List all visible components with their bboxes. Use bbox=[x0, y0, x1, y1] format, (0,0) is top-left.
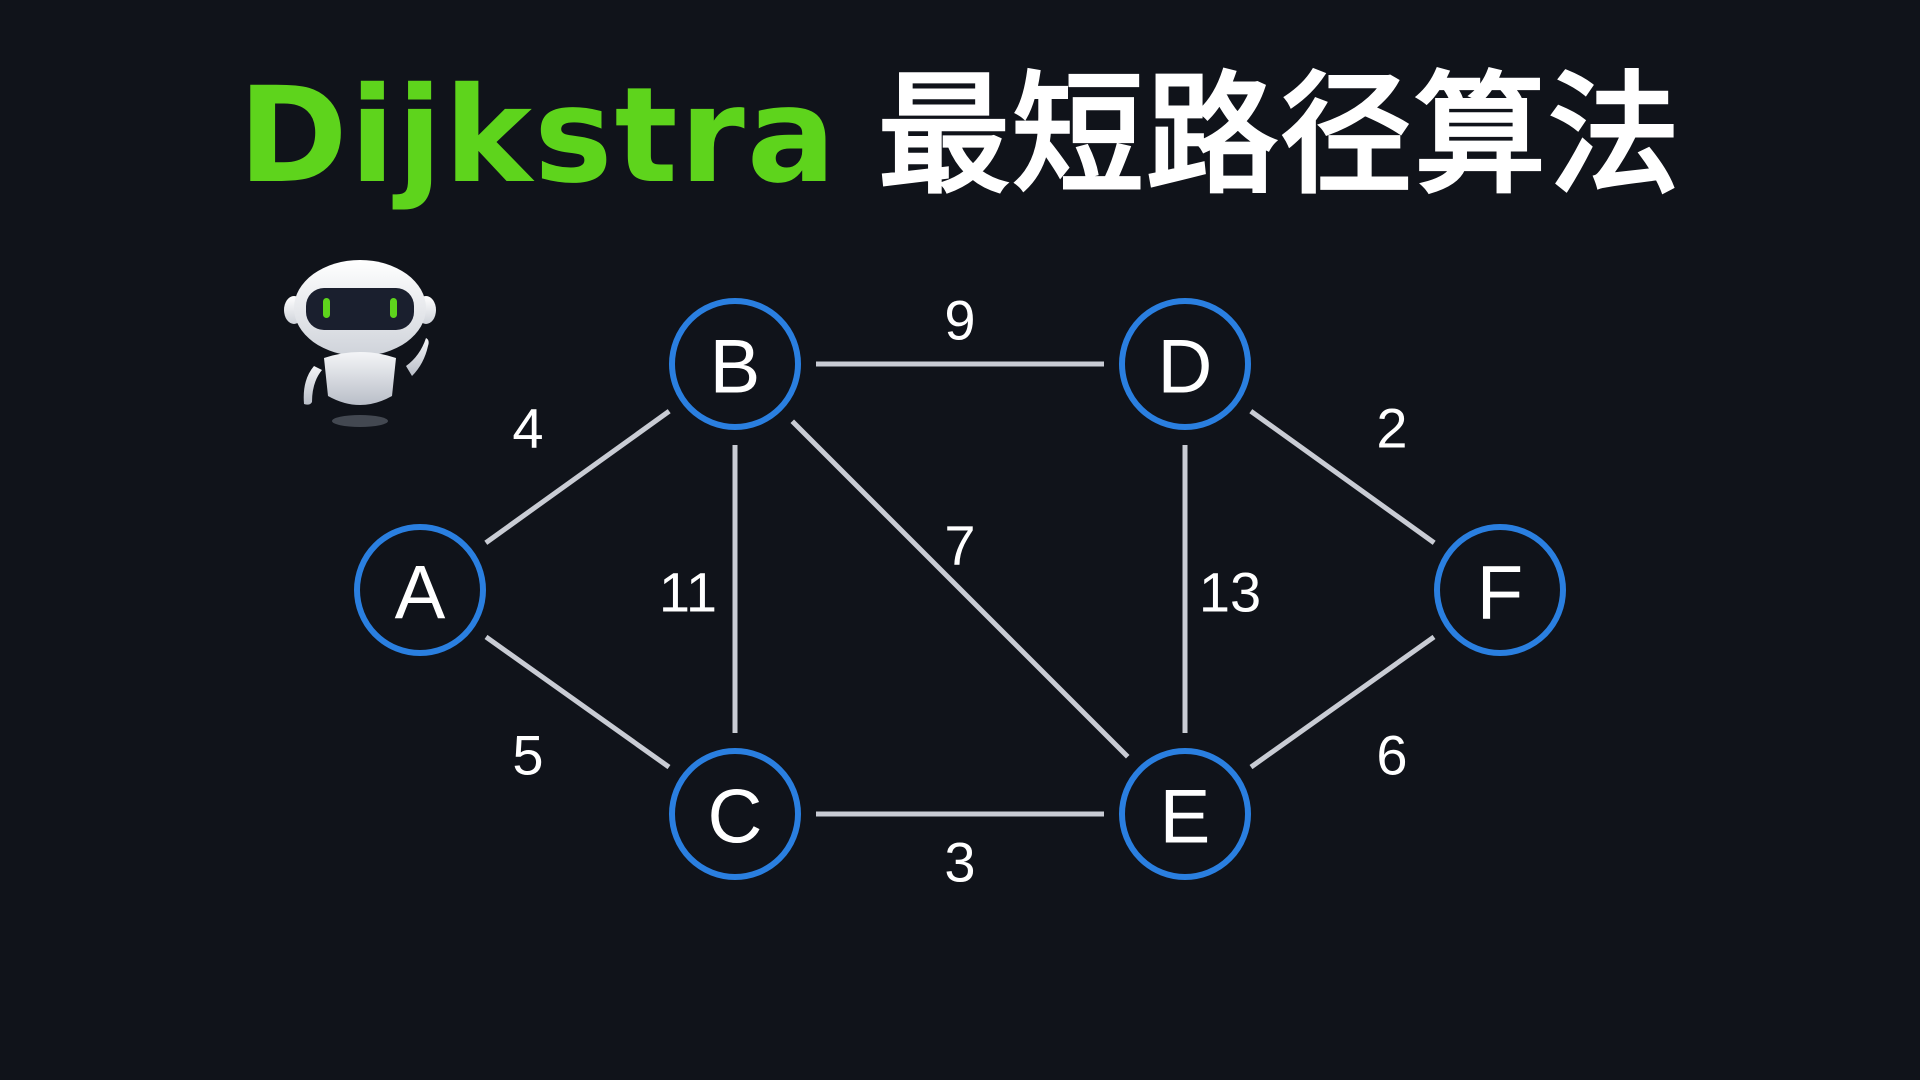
node-f: F bbox=[1434, 524, 1566, 656]
node-circle-a bbox=[354, 524, 486, 656]
node-label-a: A bbox=[395, 551, 446, 636]
node-circle-e bbox=[1119, 748, 1251, 880]
robot-icon bbox=[284, 260, 436, 427]
edge-e-f bbox=[1249, 634, 1436, 770]
node-circle-b bbox=[669, 298, 801, 430]
node-label-f: F bbox=[1477, 551, 1523, 636]
node-label-d: D bbox=[1158, 325, 1213, 410]
weight-label-b-d: 9 bbox=[944, 289, 975, 352]
node-e: E bbox=[1119, 748, 1251, 880]
edge-a-b bbox=[484, 409, 671, 545]
edge-layer bbox=[484, 361, 1436, 817]
node-d: D bbox=[1119, 298, 1251, 430]
node-circle-c bbox=[669, 748, 801, 880]
edge-a-c bbox=[484, 634, 671, 770]
weight-layer: 4 5 11 9 7 3 13 2 6 bbox=[512, 289, 1407, 894]
weight-label-b-c: 11 bbox=[659, 561, 717, 624]
weight-label-d-f: 2 bbox=[1376, 397, 1407, 460]
weight-label-a-c: 5 bbox=[512, 724, 543, 787]
node-circle-d bbox=[1119, 298, 1251, 430]
weight-label-a-b: 4 bbox=[512, 397, 543, 460]
title-algorithm: Dijkstra bbox=[238, 59, 838, 213]
weight-label-c-e: 3 bbox=[944, 831, 975, 894]
weight-label-d-e: 13 bbox=[1199, 561, 1261, 624]
node-a: A bbox=[354, 524, 486, 656]
node-c: C bbox=[669, 748, 801, 880]
node-b: B bbox=[669, 298, 801, 430]
title-subtitle: 最短路径算法 bbox=[877, 59, 1682, 213]
node-circle-f bbox=[1434, 524, 1566, 656]
edge-d-f bbox=[1249, 409, 1436, 545]
node-label-b: B bbox=[710, 325, 761, 410]
node-label-e: E bbox=[1160, 775, 1211, 860]
node-layer: A B C D E F bbox=[354, 298, 1566, 880]
node-label-c: C bbox=[708, 775, 763, 860]
weight-label-b-e: 7 bbox=[944, 514, 975, 577]
edge-b-e bbox=[790, 419, 1130, 759]
weight-label-e-f: 6 bbox=[1376, 724, 1407, 787]
